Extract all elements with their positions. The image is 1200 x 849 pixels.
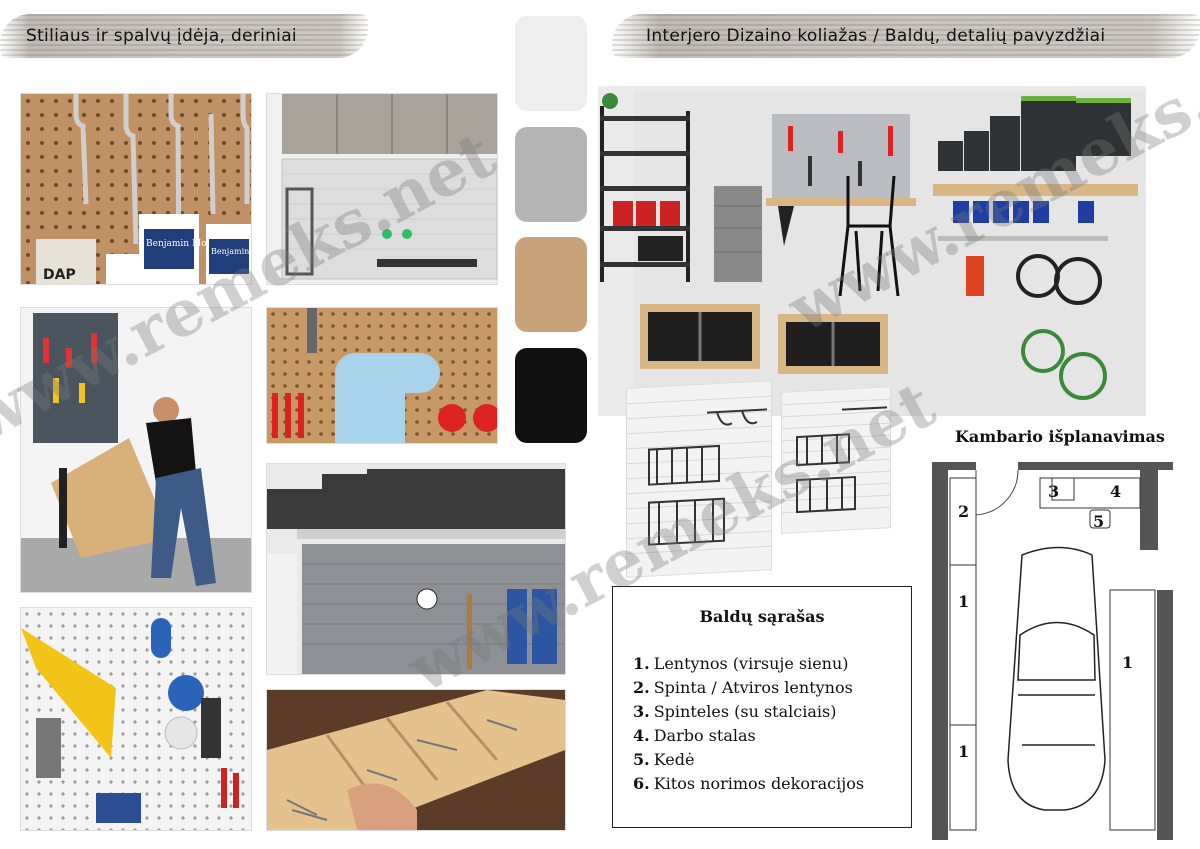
floor-plan-drawing bbox=[932, 462, 1173, 840]
metal-shelving bbox=[600, 93, 690, 282]
garage-slatwall-illustration bbox=[267, 94, 497, 284]
workbench-top bbox=[51, 438, 171, 558]
photo-furniture-collage bbox=[598, 86, 1146, 416]
slatwall-baskets-illustration bbox=[782, 387, 890, 533]
storage-bins-illustration bbox=[267, 464, 565, 674]
car-outline bbox=[1007, 546, 1106, 811]
swatch-mid-grey bbox=[515, 127, 587, 222]
photo-slatwall-baskets-2 bbox=[781, 386, 891, 534]
swatch-tan bbox=[515, 237, 587, 332]
list-item: 6.Kitos norimos dekoracijos bbox=[633, 774, 865, 793]
svg-text:Benjamin Moore: Benjamin Moore bbox=[211, 247, 251, 256]
list-item: 5.Kedė bbox=[633, 750, 695, 769]
room-plan: 2 3 4 5 1 1 1 bbox=[930, 460, 1175, 840]
plan-label-2: 2 bbox=[958, 502, 970, 521]
triangle-square bbox=[21, 628, 116, 758]
plan-label-1a: 1 bbox=[958, 592, 970, 611]
overhead-storage bbox=[933, 96, 1138, 400]
photo-wood-bin-nails bbox=[266, 689, 566, 831]
room-plan-title: Kambario išplanavimas bbox=[955, 427, 1165, 446]
pegboard-hooks-illustration: DAP Benjamin Moore Benjamin Moore bbox=[21, 94, 251, 284]
plan-label-1b: 1 bbox=[1122, 653, 1134, 672]
swatch-light-grey bbox=[515, 16, 587, 111]
photo-slatwall-baskets-1 bbox=[626, 380, 772, 578]
brush-stroke bbox=[0, 14, 368, 58]
photo-tool-pegboard bbox=[20, 607, 252, 831]
paint-can bbox=[36, 239, 96, 284]
work-desk bbox=[766, 198, 916, 206]
svg-text:Benjamin Moore: Benjamin Moore bbox=[146, 239, 222, 249]
tool-pegboard-small bbox=[772, 114, 910, 199]
paper-towel-illustration bbox=[267, 308, 497, 443]
window-left bbox=[640, 304, 760, 369]
list-item: 4.Darbo stalas bbox=[633, 726, 756, 745]
wooden-bin bbox=[267, 690, 565, 830]
right-banner: Interjero Dizaino koliažas / Baldų, deta… bbox=[612, 14, 1200, 58]
list-item: 2.Spinta / Atviros lentynos bbox=[633, 678, 853, 697]
wood-bin-illustration bbox=[267, 690, 565, 830]
plan-label-1c: 1 bbox=[958, 742, 970, 761]
photo-paper-towel-pegboard bbox=[266, 307, 498, 444]
drawer-cabinet bbox=[714, 186, 762, 282]
photo-garage-slatwall bbox=[266, 93, 498, 285]
left-banner: Stiliaus ir spalvų įdėja, deriniai bbox=[0, 14, 368, 58]
brush-stroke bbox=[612, 14, 1200, 58]
svg-text:DAP: DAP bbox=[43, 267, 76, 283]
furniture-collage-illustration bbox=[600, 92, 1146, 416]
swatch-black bbox=[515, 348, 587, 443]
photo-garage-storage-bins bbox=[266, 463, 566, 675]
plan-label-4: 4 bbox=[1110, 482, 1122, 501]
photo-pegboard-hooks: DAP Benjamin Moore Benjamin Moore bbox=[20, 93, 252, 285]
photo-fold-down-workbench bbox=[20, 307, 252, 593]
plan-label-3: 3 bbox=[1048, 482, 1060, 501]
window-right bbox=[778, 314, 888, 374]
tool-pegboard-illustration bbox=[21, 608, 251, 830]
furniture-list-title: Baldų sąrašas bbox=[699, 607, 825, 626]
workbench-man-illustration bbox=[21, 308, 251, 592]
list-item: 3.Spinteles (su stalciais) bbox=[633, 702, 837, 721]
furniture-list-box: Baldų sąrašas 1.Lentynos (virsuje sienu)… bbox=[612, 586, 912, 828]
slatwall-baskets-illustration bbox=[627, 381, 771, 577]
list-item: 1.Lentynos (virsuje sienu) bbox=[633, 654, 849, 673]
furniture-list: 1.Lentynos (virsuje sienu) 2.Spinta / At… bbox=[613, 652, 911, 796]
left-banner-title: Stiliaus ir spalvų įdėja, deriniai bbox=[26, 26, 297, 46]
plan-label-5: 5 bbox=[1093, 512, 1105, 531]
metal-chair bbox=[838, 175, 900, 297]
right-banner-title: Interjero Dizaino koliažas / Baldų, deta… bbox=[646, 26, 1106, 46]
